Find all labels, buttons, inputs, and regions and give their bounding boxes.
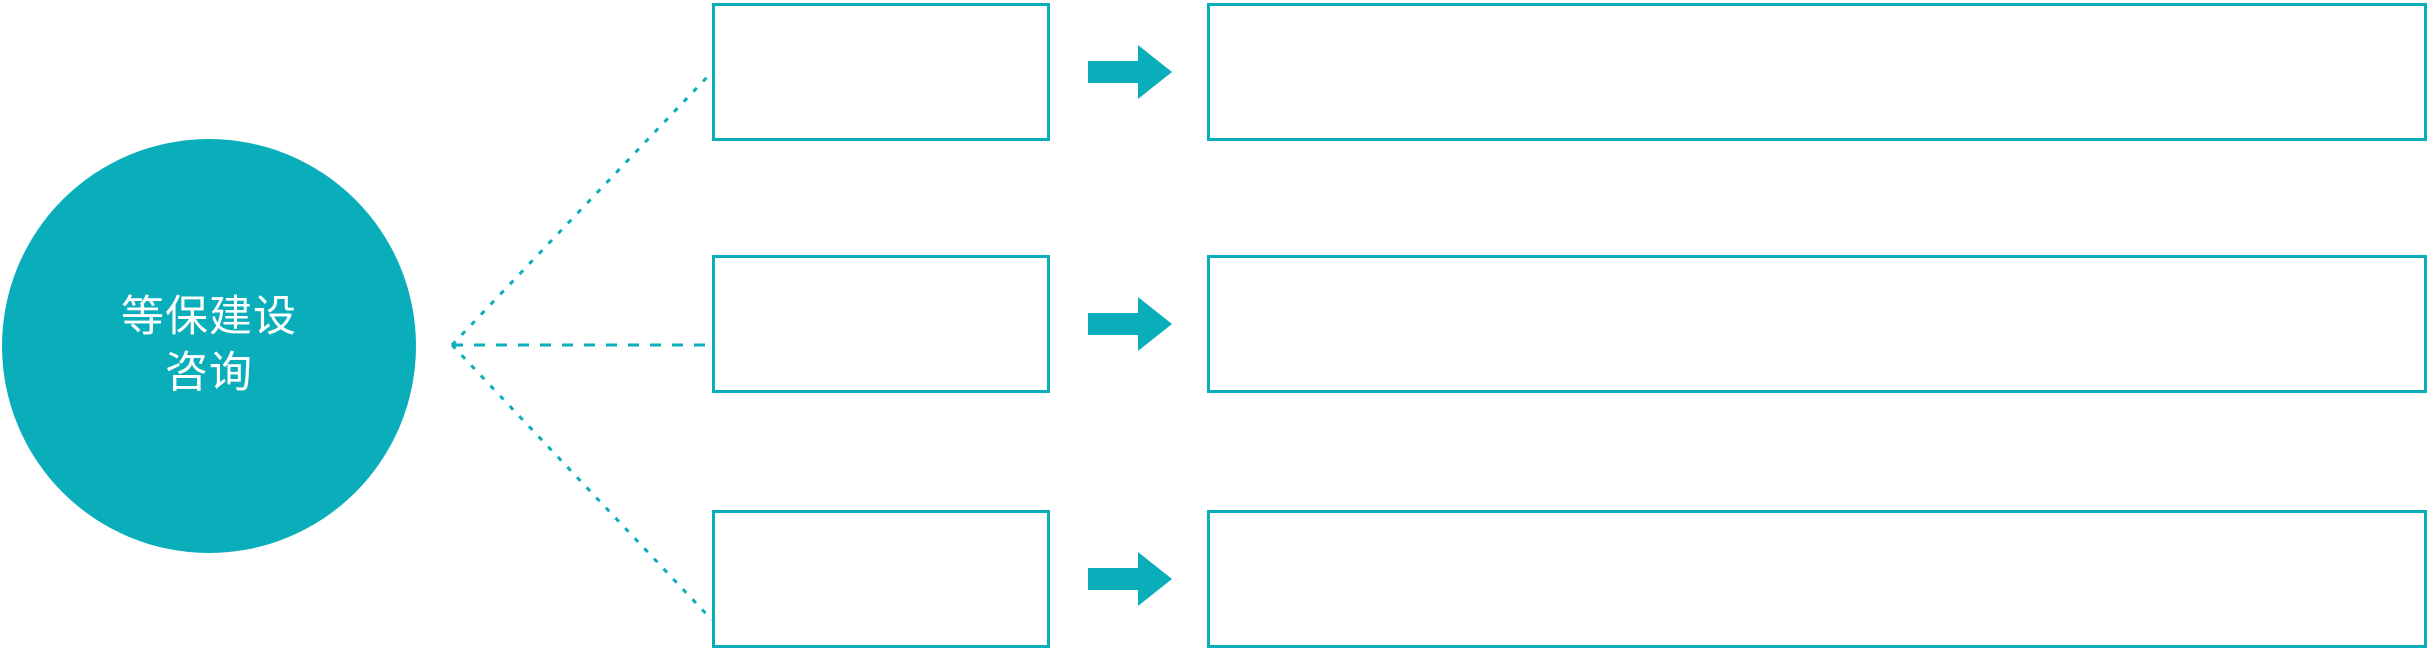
flow-row [0,510,2434,648]
right-block-arrow-icon [1088,297,1172,351]
stage-box-1[interactable] [712,3,1050,141]
stage-box-2[interactable] [712,255,1050,393]
flow-row [0,3,2434,141]
flow-row [0,255,2434,393]
right-block-arrow-icon [1088,45,1172,99]
detail-box-2[interactable] [1207,255,2427,393]
right-block-arrow-icon [1088,552,1172,606]
hub-label: 等保建设 咨询 [121,293,297,397]
detail-box-3[interactable] [1207,510,2427,648]
hub-circle[interactable]: 等保建设 咨询 [2,139,416,553]
stage-box-3[interactable] [712,510,1050,648]
detail-box-1[interactable] [1207,3,2427,141]
